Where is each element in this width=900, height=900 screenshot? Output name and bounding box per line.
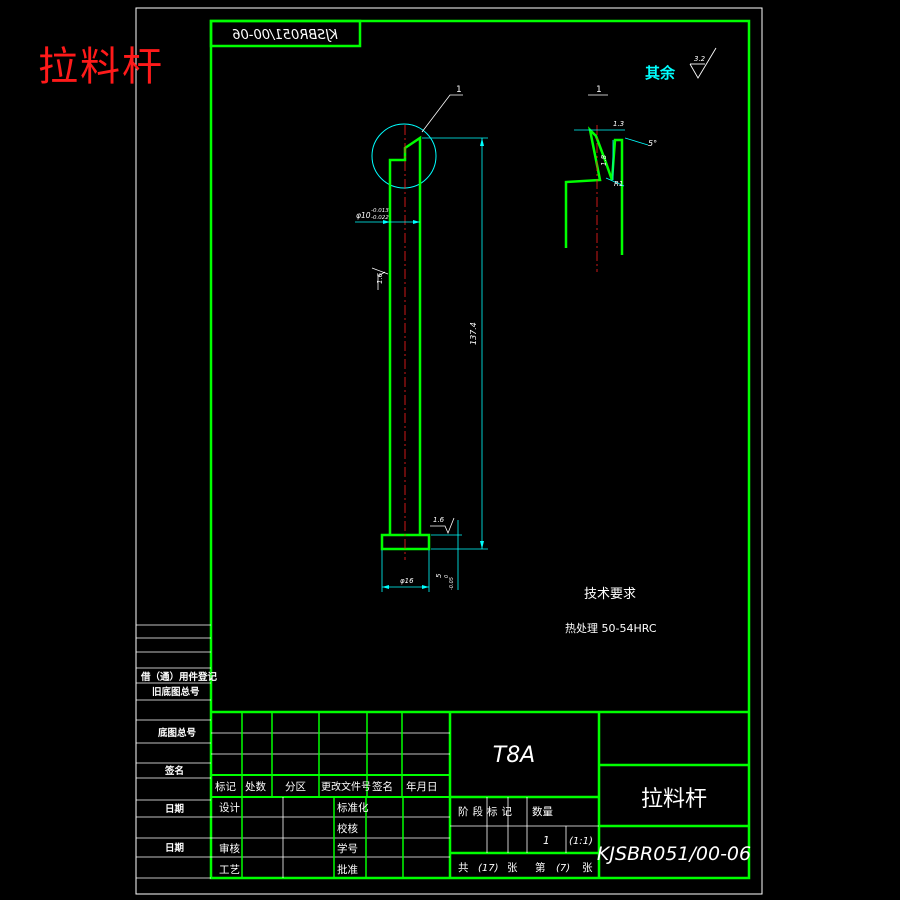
- roughness-rest-value: 3.2: [694, 55, 706, 63]
- tb-drawing-number: KJSBR051/00-06: [597, 843, 751, 865]
- detail-r-text: R1: [614, 180, 623, 188]
- dia-arrow-r: [413, 220, 420, 224]
- detail-circle: [371, 123, 437, 189]
- left-row-3: 底图总号: [157, 727, 197, 739]
- roughness-rest-label: 其余: [645, 64, 676, 82]
- dia-upper-tol-lo: -0.022: [371, 215, 389, 221]
- tb-part-name: 拉料杆: [641, 787, 707, 812]
- tb-approve: 批准: [337, 863, 358, 876]
- roughness-shaft-text: 1.6: [376, 272, 384, 284]
- head-dia-arrow-r: [422, 585, 429, 589]
- length-arrow-bot: [480, 541, 484, 549]
- tb-standardize: 标准化: [337, 801, 369, 814]
- head-thk-tol-hi: 0: [444, 575, 450, 578]
- head-outline: [380, 533, 431, 551]
- left-row-1: 借（通）用件登记: [140, 671, 218, 683]
- length-text: 137.4: [469, 322, 478, 345]
- tb-proofread: 校核: [337, 822, 358, 835]
- left-row-2: 旧底图总号: [152, 686, 200, 698]
- title-block-grid: [211, 710, 749, 878]
- tb-stage-mark: 阶段标记: [458, 805, 516, 818]
- dia-upper-text: φ10: [356, 211, 371, 220]
- head-dia-text: φ16: [400, 577, 414, 585]
- detail-r-leader: [605, 177, 625, 187]
- head-thk-text: 5: [435, 573, 443, 578]
- left-row-6: 日期: [165, 842, 184, 854]
- detail-h-text: 1.8: [600, 154, 608, 166]
- left-row-4: 签名: [164, 765, 184, 777]
- tb-total-label: 共: [458, 862, 469, 874]
- tb-material: T8A: [493, 743, 536, 768]
- red-title-label: 拉料杆: [38, 44, 164, 90]
- dia-upper-tol-hi: -0.013: [371, 208, 389, 214]
- detail-angle-text: 5°: [648, 139, 657, 148]
- inner-frame: [209, 19, 751, 880]
- tb-date: 年月日: [406, 780, 438, 793]
- mirror-number-box: [209, 19, 362, 48]
- roughness-head-text: 1.6: [433, 516, 445, 524]
- tb-trans: 学号: [337, 842, 358, 855]
- tb-page-value: (7): [556, 863, 570, 874]
- tb-mark: 标记: [215, 781, 236, 793]
- detail-angle-line: [624, 137, 649, 146]
- tb-review: 审核: [219, 842, 240, 855]
- detail-ref-label: 1: [456, 85, 462, 95]
- detail-outline: [564, 126, 624, 255]
- tb-quantity: 1: [543, 835, 550, 847]
- roughness-head-symbol: [430, 517, 455, 535]
- tb-zone: 分区: [285, 781, 306, 793]
- detail-w-text: 1.3: [613, 120, 624, 128]
- shaft-outline: [388, 135, 422, 535]
- roughness-shaft-tick: [371, 267, 389, 275]
- dia-arrow-l: [383, 220, 390, 224]
- tb-signature: 签名: [372, 780, 393, 793]
- left-panel: [136, 624, 211, 879]
- tb-craft: 工艺: [219, 864, 240, 876]
- detail-ref-label-2: 1: [596, 85, 602, 95]
- tech-line-1: 热处理 50-54HRC: [565, 622, 657, 635]
- outer-frame: [135, 7, 763, 895]
- tb-weight: 数量: [532, 805, 553, 818]
- roughness-rest-symbol: [689, 47, 717, 79]
- detail-leader: [421, 94, 463, 133]
- tb-change-doc: 更改文件号: [321, 780, 371, 793]
- head-thk-tol-lo: -0.05: [449, 577, 455, 590]
- tech-heading: 技术要求: [584, 587, 636, 602]
- tb-sheets-label: 张: [507, 862, 518, 874]
- tb-total-value: (17): [478, 863, 499, 874]
- mirror-drawing-number: KJSBR051/00-06: [232, 28, 338, 43]
- head-dia-arrow-l: [382, 585, 389, 589]
- tb-page-label: 第: [535, 861, 546, 874]
- tb-scale: (1:1): [569, 836, 593, 847]
- tb-count: 处数: [245, 780, 266, 793]
- tb-design: 设计: [219, 801, 240, 814]
- length-arrow-top: [480, 138, 484, 146]
- left-row-5: 日期: [165, 803, 184, 815]
- tb-page-unit: 张: [582, 862, 593, 874]
- roughness-shaft-symbol: [377, 271, 386, 290]
